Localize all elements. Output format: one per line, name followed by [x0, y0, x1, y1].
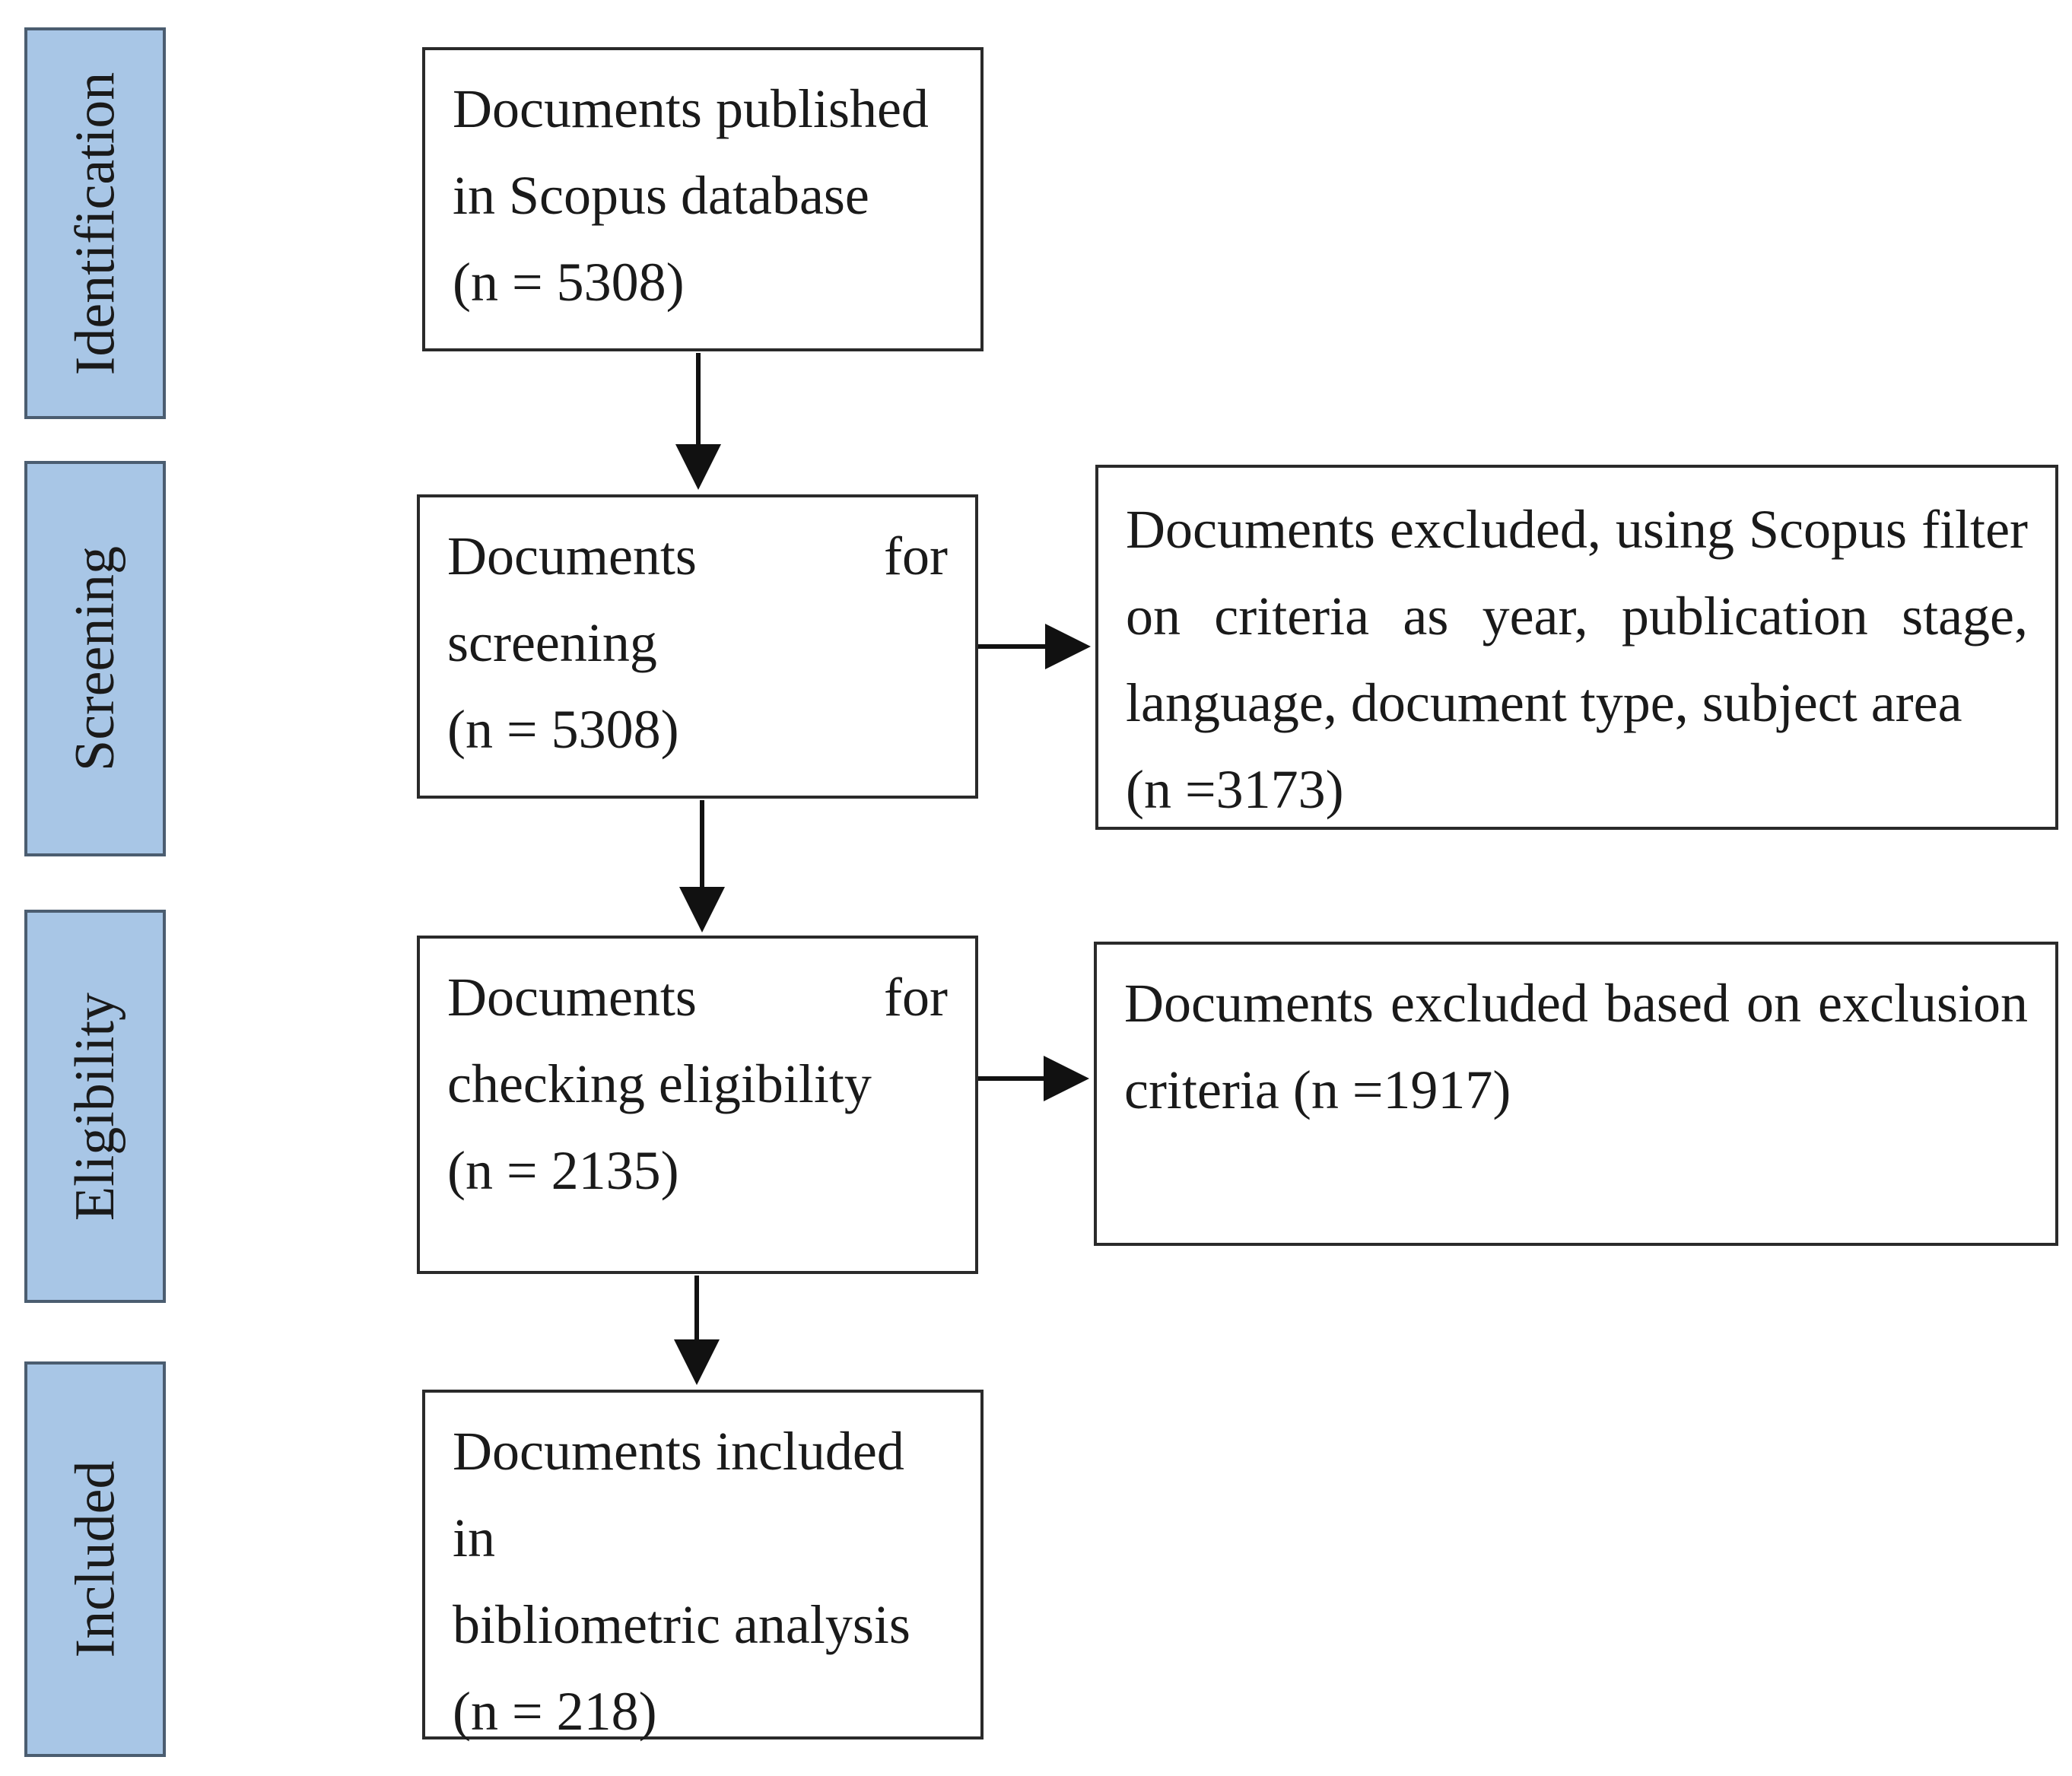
box-eligibility-line-3: (n = 2135)	[447, 1140, 679, 1201]
box-screening-excluded-line-1: Documents excluded, using Scopus filter	[1126, 499, 2028, 560]
box-screening-excluded: Documents excluded, using Scopus filter …	[1095, 465, 2058, 830]
box-included-line-1: Documents included in	[453, 1421, 904, 1568]
stage-eligibility-label: Eligibility	[64, 992, 126, 1221]
box-eligibility-excluded-line-1: Documents excluded based on exclusion	[1124, 973, 2028, 1034]
box-eligibility-line-1-right: for	[884, 967, 948, 1028]
stage-included: Included	[24, 1361, 166, 1757]
box-screening-excluded-line-4: (n =3173)	[1126, 759, 1344, 820]
box-screening-line-3: (n = 5308)	[447, 699, 679, 760]
box-eligibility-excluded-line-2: criteria (n =1917)	[1124, 1060, 1511, 1120]
stage-included-label: Included	[64, 1460, 126, 1658]
stage-identification-label: Identification	[64, 71, 126, 375]
stage-identification: Identification	[24, 27, 166, 419]
box-included-line-3: (n = 218)	[453, 1681, 657, 1742]
box-included-line-2: bibliometric analysis	[453, 1594, 910, 1655]
box-identified: Documents published in Scopus database (…	[422, 47, 984, 351]
stage-eligibility: Eligibility	[24, 910, 166, 1303]
box-screening-excluded-line-3: language, document type, subject area	[1126, 672, 1962, 733]
box-included: Documents included in bibliometric analy…	[422, 1390, 984, 1742]
box-screening-excluded-line-2: on criteria as year, publication stage,	[1126, 586, 2028, 647]
stage-screening-label: Screening	[64, 546, 126, 771]
box-identified-line-3: (n = 5308)	[453, 252, 685, 313]
box-screening: Documents for screening (n = 5308)	[417, 494, 978, 799]
box-eligibility-excluded: Documents excluded based on exclusion cr…	[1094, 942, 2058, 1246]
box-eligibility-line-2: checking eligibility	[447, 1053, 872, 1114]
box-identified-line-1: Documents published	[453, 78, 929, 139]
box-screening-line-1: Documents for	[447, 513, 948, 599]
box-eligibility-line-1-left: Documents	[447, 967, 697, 1028]
stage-screening: Screening	[24, 461, 166, 856]
box-screening-line-1-left: Documents	[447, 526, 697, 586]
box-identified-line-2: in Scopus database	[453, 165, 869, 226]
box-screening-line-1-right: for	[884, 526, 948, 586]
box-eligibility-line-1: Documents for	[447, 954, 948, 1041]
box-screening-line-2: screening	[447, 612, 657, 673]
box-eligibility: Documents for checking eligibility (n = …	[417, 936, 978, 1274]
